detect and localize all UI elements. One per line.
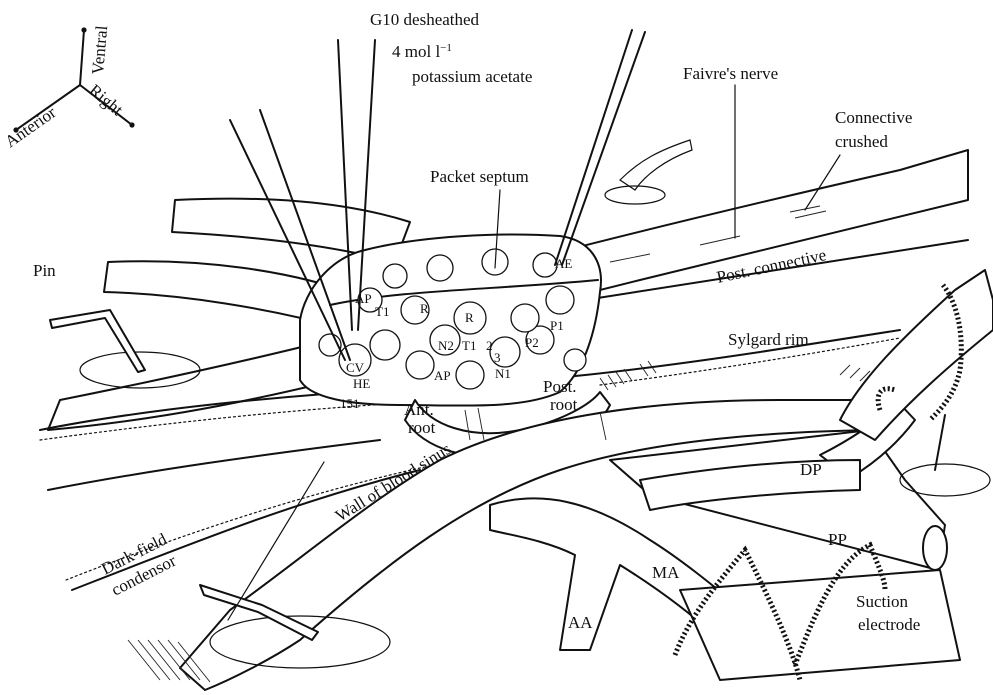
label-suction-line2: electrode bbox=[858, 615, 920, 634]
cell-label-p1: P1 bbox=[550, 318, 564, 333]
label-post-root-line2: root bbox=[550, 395, 578, 414]
label-ant-root-line2: root bbox=[408, 418, 436, 437]
cell-label-num3: 3 bbox=[494, 350, 501, 365]
label-ant-root-line1: Ant. bbox=[404, 400, 434, 419]
label-connective-line2: crushed bbox=[835, 132, 888, 151]
cell-label-r-left: R bbox=[420, 301, 429, 316]
label-g10-desheathed: G10 desheathed bbox=[370, 10, 480, 29]
axis-dot bbox=[81, 27, 86, 32]
label-aa: AA bbox=[568, 613, 593, 632]
cell-label-n1: N1 bbox=[495, 366, 511, 381]
cell-label-ae: AE bbox=[555, 256, 572, 271]
cell-label-r-right: R bbox=[465, 310, 474, 325]
label-connective-line1: Connective bbox=[835, 108, 912, 127]
label-post-root-line1: Post. bbox=[543, 377, 577, 396]
cell-label-ap-top: AP bbox=[355, 291, 372, 306]
cell-label-he: HE bbox=[353, 376, 370, 391]
label-solution-line1: 4 mol l−1 bbox=[392, 42, 452, 61]
label-ma: MA bbox=[652, 563, 680, 582]
orientation-axes: Ventral Anterior Right bbox=[1, 25, 134, 152]
axis-ventral bbox=[80, 30, 84, 85]
cell-label-n2: N2 bbox=[438, 338, 454, 353]
cell-label-t1-left: T1 bbox=[375, 304, 389, 319]
cell-label-151: 151 bbox=[340, 396, 360, 411]
label-ventral: Ventral bbox=[88, 25, 111, 76]
cell-label-ap-bottom: AP bbox=[434, 368, 451, 383]
cell-label-cv: CV bbox=[346, 360, 365, 375]
axis-dot bbox=[129, 122, 134, 127]
label-pp: PP bbox=[828, 530, 847, 549]
cell-label-num2: 2 bbox=[486, 338, 493, 353]
cell-label-t1-mid: T1 bbox=[462, 338, 476, 353]
label-right: Right bbox=[85, 81, 126, 120]
cell-label-p2: P2 bbox=[525, 335, 539, 350]
label-faivres-nerve: Faivre's nerve bbox=[683, 64, 778, 83]
label-pin: Pin bbox=[33, 261, 56, 280]
label-solution-line2: potassium acetate bbox=[412, 67, 532, 86]
label-sylgard-rim: Sylgard rim bbox=[728, 330, 809, 349]
label-anterior: Anterior bbox=[1, 102, 59, 151]
label-suction-line1: Suction bbox=[856, 592, 908, 611]
label-dp: DP bbox=[800, 460, 822, 479]
label-packet-septum: Packet septum bbox=[430, 167, 529, 186]
